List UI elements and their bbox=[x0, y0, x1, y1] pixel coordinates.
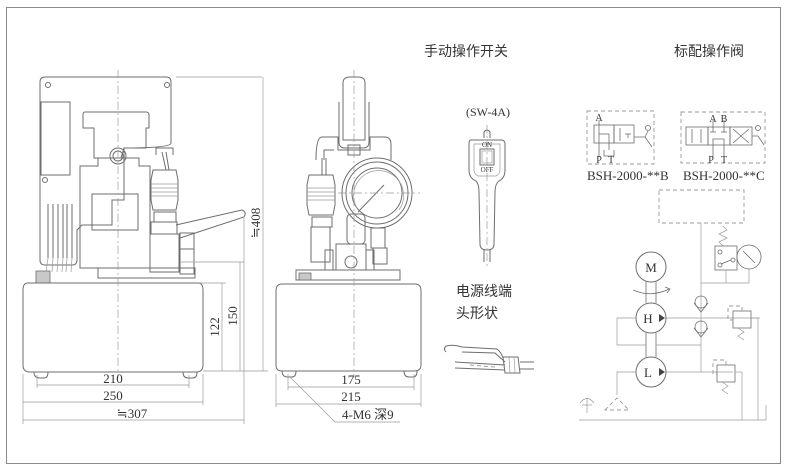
port-b-label: B bbox=[721, 114, 728, 125]
motor-nameplate bbox=[91, 193, 139, 231]
relief-valve-low bbox=[716, 364, 736, 383]
screw-icon bbox=[45, 82, 51, 88]
filler-cap bbox=[35, 270, 51, 284]
side-view: 210 250 ≒307 122 150 ≒408 bbox=[22, 70, 268, 424]
motor-body bbox=[79, 157, 151, 269]
port-p-label: P bbox=[708, 155, 714, 166]
base-plate bbox=[97, 267, 196, 279]
screw-icon bbox=[164, 82, 170, 88]
leader-line bbox=[288, 375, 400, 423]
valve-lever bbox=[175, 209, 246, 239]
pump-low-label: L bbox=[644, 365, 652, 380]
dim-label-307: ≒307 bbox=[117, 406, 148, 421]
valve-model-b: BSH-2000-**B bbox=[587, 168, 669, 183]
relief-valve-high bbox=[732, 310, 752, 329]
valve-block bbox=[149, 233, 180, 273]
manual-switch-title: 手动操作开关 bbox=[424, 44, 508, 60]
dim-label-122: 122 bbox=[207, 317, 222, 337]
plug-head bbox=[502, 356, 521, 374]
standard-valve-title: 标配操作阀 bbox=[674, 44, 744, 60]
motor-label: M bbox=[645, 260, 657, 275]
screw-icon bbox=[42, 177, 48, 183]
valve-symbol-b: A P T BSH-2000-**B bbox=[586, 110, 669, 183]
dim-label-408: ≒408 bbox=[248, 208, 263, 238]
power-plug-title-line1: 电源线端 bbox=[456, 284, 512, 300]
pump-high-label: H bbox=[643, 311, 652, 326]
dim-label-210: 210 bbox=[103, 371, 123, 386]
motor-symbol bbox=[635, 251, 667, 283]
drawing-frame bbox=[6, 7, 781, 464]
reservoir-tank bbox=[275, 283, 422, 372]
housing-frame bbox=[315, 136, 392, 161]
front-view: 175 215 4-M6 深9 bbox=[275, 70, 422, 423]
suction-filter bbox=[603, 397, 631, 411]
valve-model-c: BSH-2000-**C bbox=[683, 168, 765, 183]
quick-coupler bbox=[150, 169, 179, 211]
hydraulic-circuit: M H L bbox=[579, 189, 767, 421]
control-box bbox=[39, 76, 172, 266]
base-plate bbox=[295, 269, 401, 281]
oil-gauge-icon bbox=[109, 147, 127, 165]
quick-coupler bbox=[306, 174, 336, 216]
port-a-label: A bbox=[595, 113, 603, 124]
dim-label-215: 215 bbox=[341, 389, 361, 404]
mount-note: 4-M6 深9 bbox=[342, 407, 394, 422]
switch-model-label: (SW-4A) bbox=[466, 105, 510, 119]
port-a-label: A bbox=[709, 114, 717, 125]
dim-label-250: 250 bbox=[103, 388, 123, 403]
dim-label-175: 175 bbox=[341, 372, 361, 387]
label-panel bbox=[40, 101, 71, 176]
check-valve bbox=[694, 320, 708, 334]
port-t-label: T bbox=[608, 155, 614, 166]
valve-symbol-c: A B P T BSH-2000-**C bbox=[680, 111, 766, 183]
power-plug-title-line2: 头形状 bbox=[456, 306, 498, 322]
dim-label-150: 150 bbox=[225, 306, 240, 326]
reservoir-tank bbox=[22, 282, 204, 373]
motor-cap bbox=[82, 111, 150, 159]
gauge-valve bbox=[346, 213, 366, 245]
valve-placeholder bbox=[658, 189, 745, 224]
port-t-label: T bbox=[721, 155, 727, 166]
gauge-needle bbox=[357, 184, 385, 213]
hand-switch: ON OFF bbox=[468, 125, 506, 268]
carry-handle bbox=[342, 76, 366, 141]
port-p-label: P bbox=[596, 155, 602, 166]
check-valve bbox=[694, 295, 708, 309]
power-plug bbox=[444, 344, 534, 374]
